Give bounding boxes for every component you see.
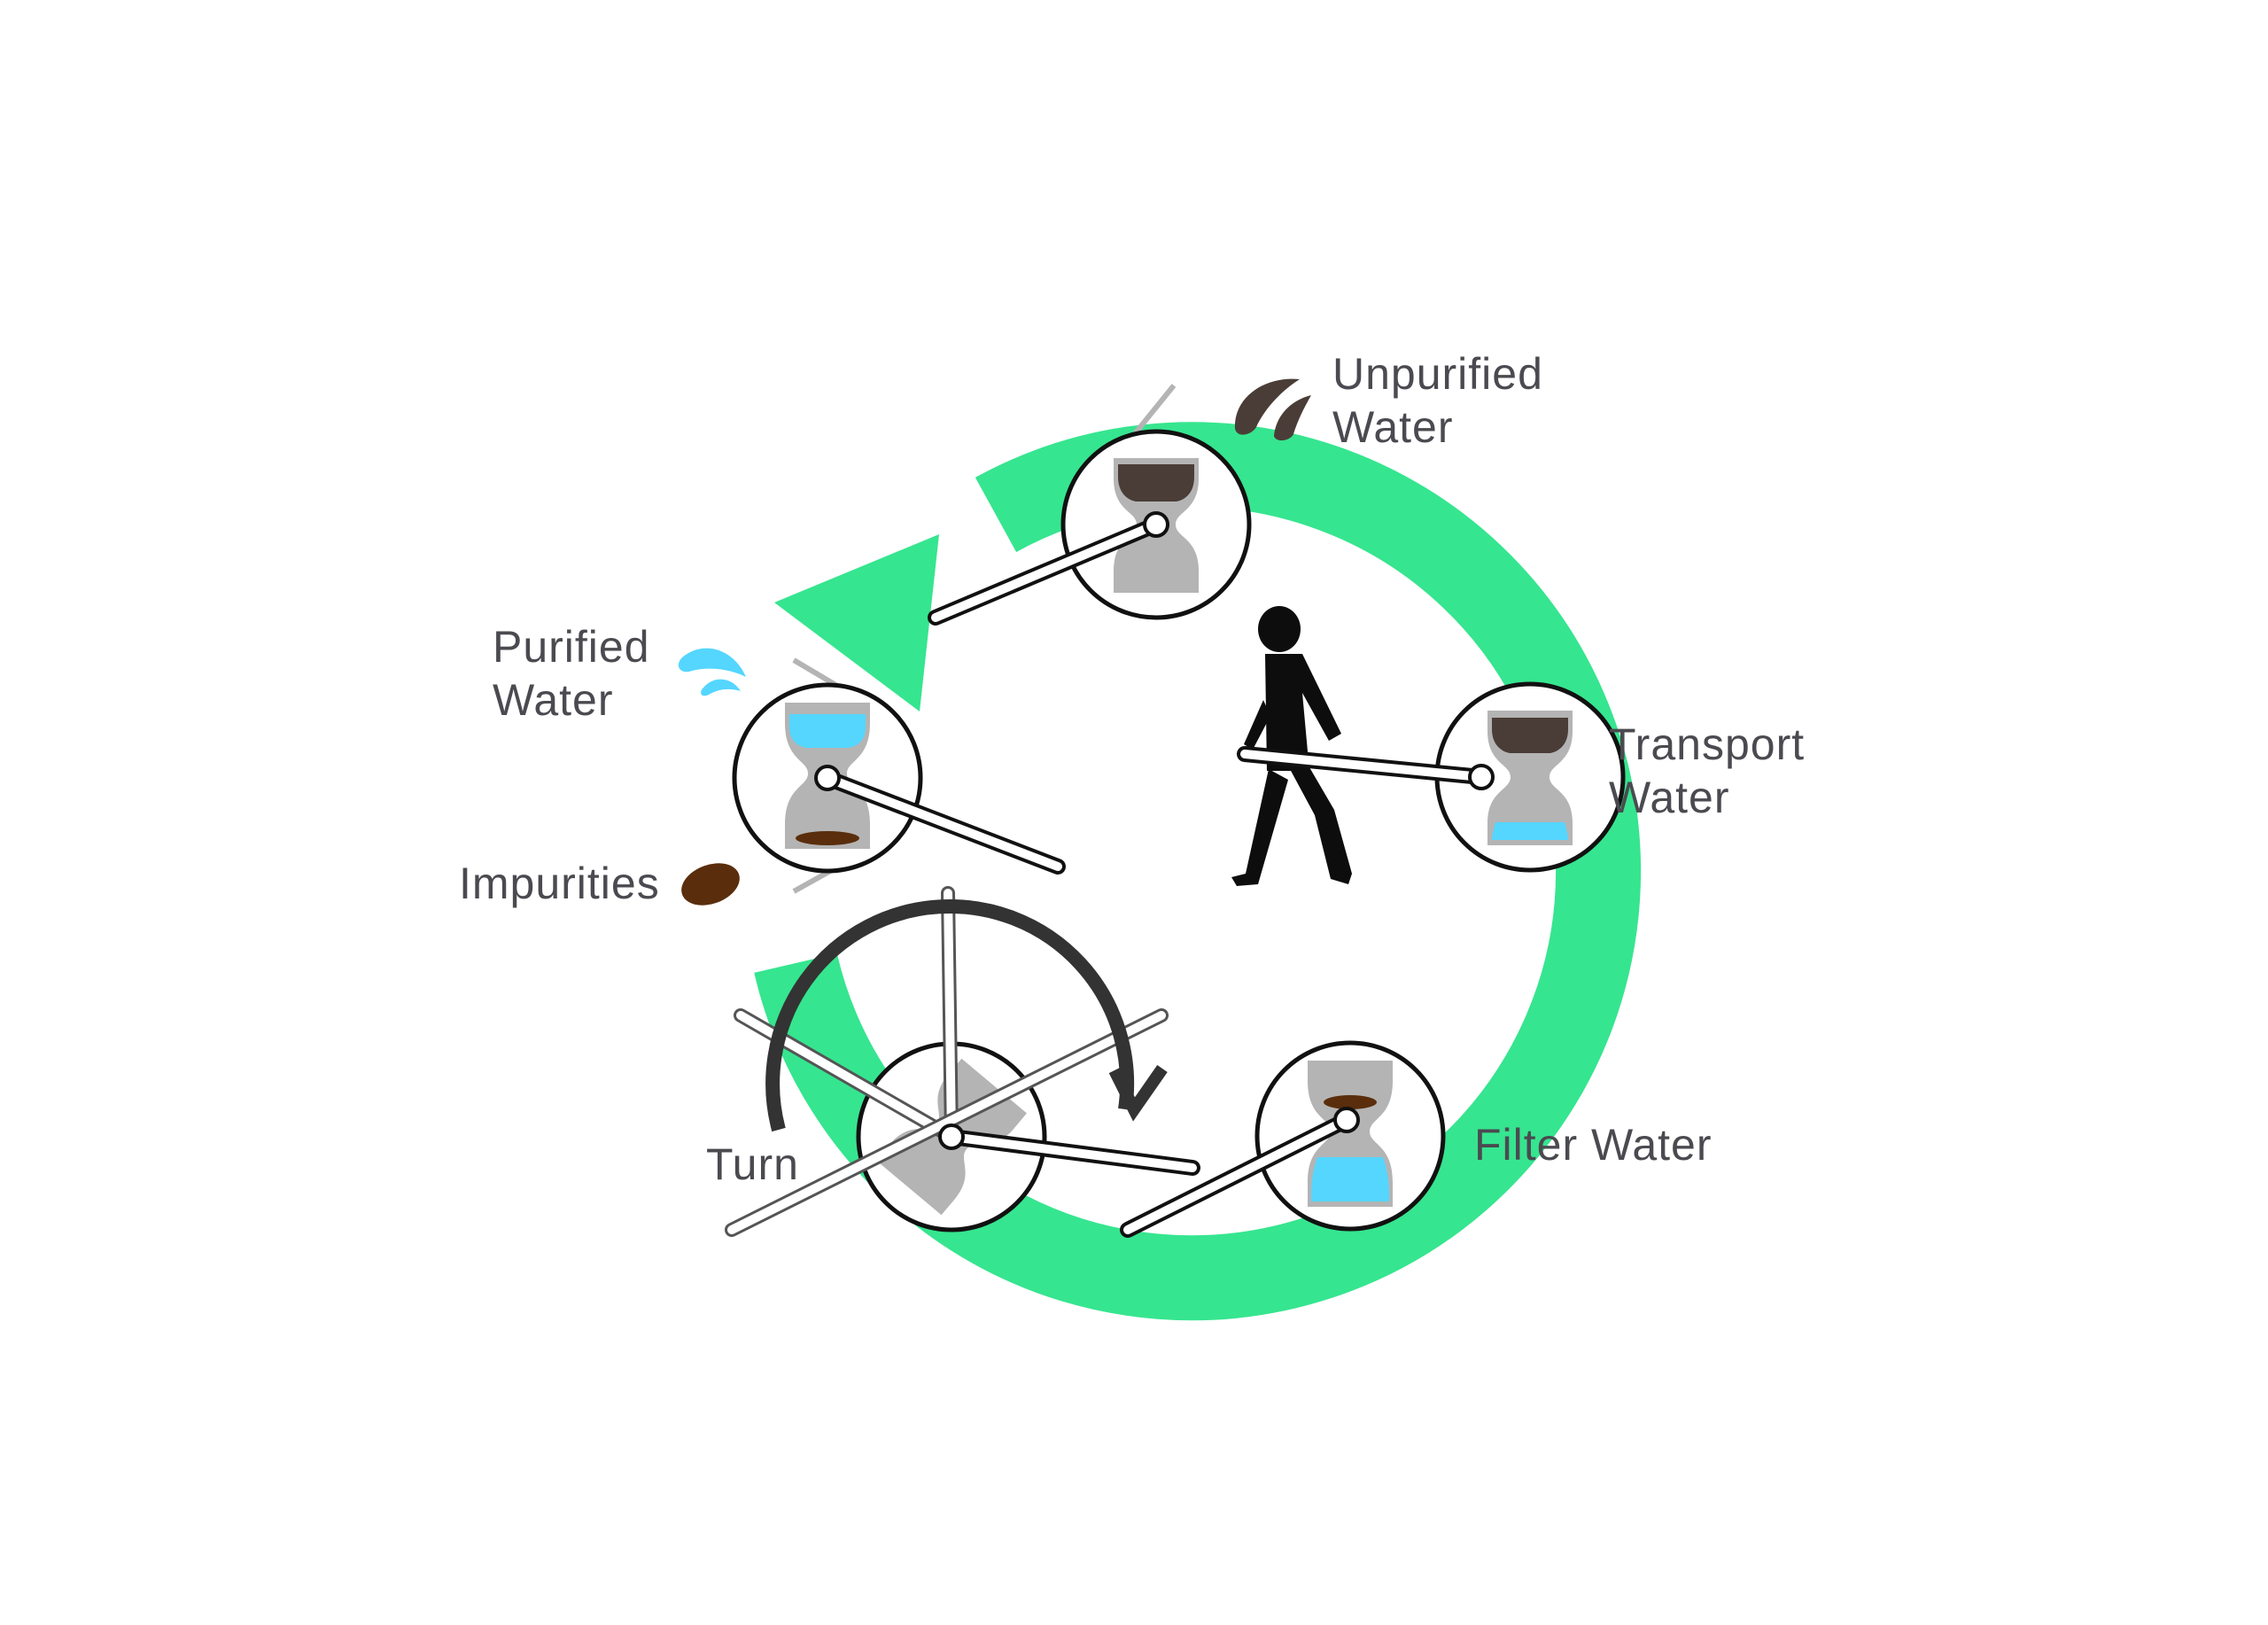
stage-filter	[1120, 1040, 1446, 1238]
rotation-arrowhead	[1108, 1065, 1168, 1122]
transport-rod	[1237, 746, 1495, 790]
label-transport-line2: Water	[1609, 773, 1730, 822]
stage-purified	[732, 657, 1066, 894]
label-unpurified-line1: Unpurified	[1332, 349, 1543, 399]
impurity-blob-icon	[681, 863, 740, 906]
dirty-water-drop-icon	[1234, 378, 1311, 441]
clean-water-drop-icon	[678, 648, 746, 696]
label-turn: Turn	[706, 1139, 799, 1189]
label-unpurified-line2: Water	[1332, 402, 1454, 452]
label-impurities: Impurities	[459, 859, 660, 908]
label-purified-line1: Purified	[493, 622, 650, 672]
cycle-arrowhead	[774, 534, 939, 711]
label-purified-line2: Water	[493, 675, 614, 725]
rotation-arrow-icon	[765, 899, 1135, 1132]
walking-person-icon	[1231, 606, 1352, 886]
stage-turn	[725, 886, 1200, 1237]
label-transport-line1: Transport	[1609, 719, 1806, 769]
label-filter-water: Filter Water	[1474, 1120, 1713, 1170]
label-transport-water: Transport Water	[1609, 718, 1805, 824]
label-purified-water: Purified Water	[493, 620, 650, 727]
label-unpurified-water: Unpurified Water	[1332, 347, 1543, 454]
stage-transport	[1434, 681, 1626, 873]
stage-unpurified	[928, 384, 1252, 626]
